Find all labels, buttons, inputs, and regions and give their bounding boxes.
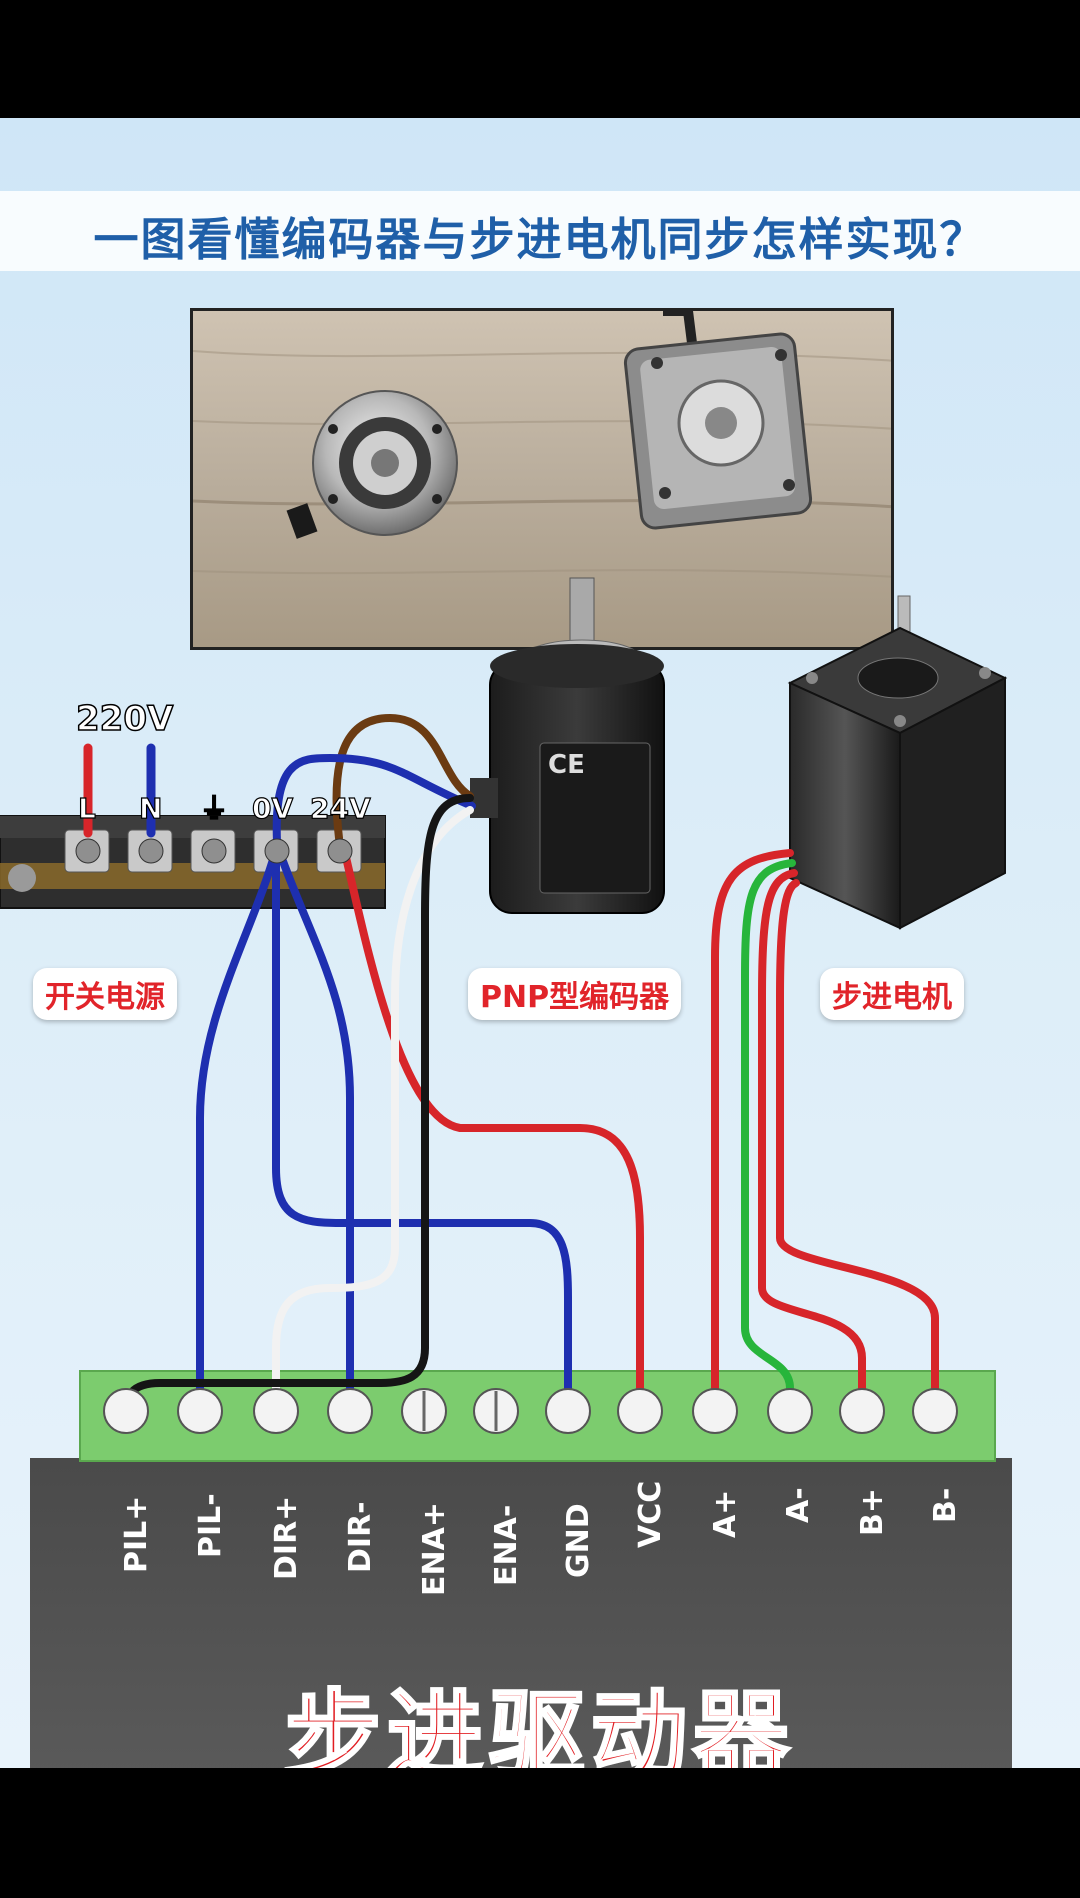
encoder-device: CE (470, 577, 665, 914)
terminal-label-a-minus: A- (781, 1487, 816, 1523)
terminal-label-l: L (78, 792, 96, 825)
photo-encoder (286, 390, 458, 539)
terminal-label-24v: 24V (310, 792, 371, 825)
wire-blue-gnd (272, 854, 572, 1415)
wire-brown (332, 714, 474, 842)
driver-title: 步进驱动器 (284, 1679, 795, 1769)
product-photo-image (193, 311, 891, 647)
terminal-label-a-plus: A+ (708, 1490, 743, 1538)
product-photo (190, 308, 894, 650)
motor-label: 步进电机 (820, 968, 964, 1020)
terminal-label-gnd: GND (561, 1503, 596, 1578)
terminal-label-pil-plus: PIL+ (119, 1496, 154, 1573)
terminal-label-b-plus: B+ (855, 1488, 890, 1536)
stepper-motor (787, 595, 1008, 930)
wire-blue-pil (196, 849, 279, 1415)
wire-motor-b-plus (758, 869, 866, 1415)
wire-red-vcc (341, 849, 644, 1415)
driver-terminal-labels: PIL+ PIL- DIR+ DIR- ENA+ ENA- GND VCC A+… (119, 1481, 963, 1596)
wire-blue-encoder (272, 754, 476, 862)
terminal-label-pil-minus: PIL- (193, 1493, 228, 1558)
encoder-label: PNP型编码器 (468, 968, 682, 1020)
wire-white-dir (272, 806, 474, 1415)
wire-motor-a-plus (711, 849, 794, 1415)
wire-motor-b-minus (776, 879, 939, 1415)
terminal-label-ena-minus: ENA- (489, 1505, 524, 1586)
wire-black-pil (122, 794, 474, 1415)
title-band (0, 191, 1080, 271)
wiring-diagram: CE (0, 577, 1012, 1768)
voltage-label: 220V (75, 698, 174, 740)
power-supply-label: 开关电源 (33, 968, 177, 1020)
power-terminal-labels: L N ⏚ 0V 24V (77, 791, 371, 825)
terminal-label-vcc: VCC (633, 1481, 668, 1548)
terminal-label-ena-plus: ENA+ (417, 1502, 452, 1596)
wire-motor-a-minus (741, 859, 796, 1415)
terminal-label-n: N (139, 792, 162, 825)
wires-group (83, 714, 939, 1415)
terminal-label-ground: ⏚ (200, 792, 228, 825)
page-title: 一图看懂编码器与步进电机同步怎样实现？ (93, 213, 987, 266)
terminal-label-dir-minus: DIR- (343, 1501, 378, 1573)
terminal-label-b-minus: B- (928, 1488, 963, 1523)
encoder-ce-mark: CE (548, 750, 585, 780)
terminal-label-dir-plus: DIR+ (269, 1496, 304, 1580)
wire-blue-dir (276, 849, 354, 1415)
terminal-label-0v: 0V (252, 792, 293, 825)
photo-motor (623, 311, 813, 530)
power-screws (75, 838, 353, 864)
driver-screws (103, 1388, 958, 1434)
diagram-panel: 一图看懂编码器与步进电机同步怎样实现？ (0, 118, 1080, 1768)
